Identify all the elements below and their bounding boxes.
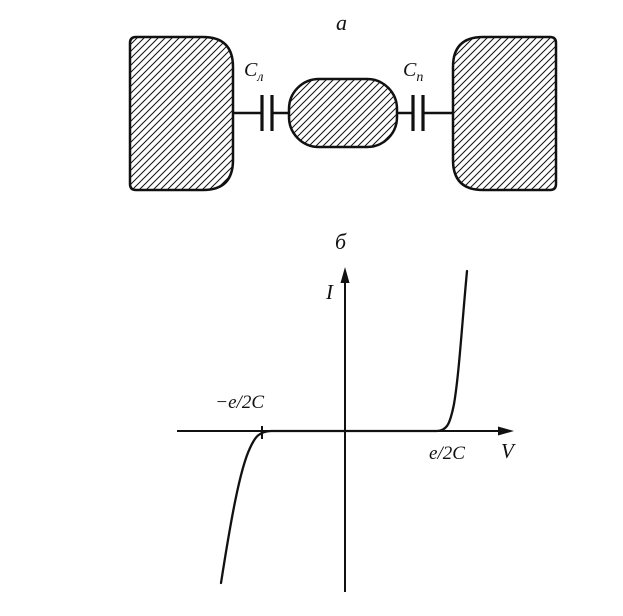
capacitor-right-label: Cп <box>403 59 423 85</box>
capacitor-left-symbol: C <box>244 59 258 81</box>
x-axis-label: V <box>501 439 516 463</box>
capacitor-left-subscript: л <box>256 70 263 85</box>
x-axis-arrowhead <box>498 426 514 436</box>
capacitor-right-subscript: п <box>416 70 423 85</box>
pos-threshold-label: e/2C <box>429 443 465 464</box>
neg-threshold-label: −e/2C <box>215 392 264 413</box>
capacitor-right-symbol: C <box>403 59 417 81</box>
y-axis-label: I <box>325 280 334 304</box>
panel-a-label: а <box>336 10 347 35</box>
y-axis-arrowhead <box>340 267 350 283</box>
capacitor-left <box>233 95 289 131</box>
iv-curve <box>219 269 469 585</box>
left-electrode <box>128 35 235 192</box>
panel-b-label: б <box>335 229 347 254</box>
right-electrode <box>451 35 558 192</box>
island <box>287 77 399 149</box>
capacitor-right <box>397 95 453 131</box>
capacitor-left-label: Cл <box>244 59 263 85</box>
